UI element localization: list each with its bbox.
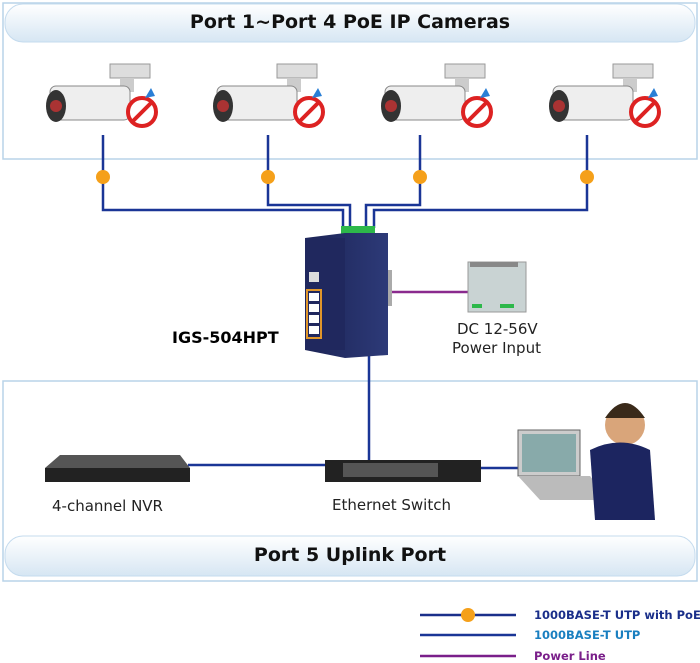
igs-504hpt-switch <box>305 226 392 358</box>
top-panel-title: Port 1~Port 4 PoE IP Cameras <box>189 11 511 33</box>
user-with-laptop <box>517 403 655 520</box>
nvr-device <box>45 455 190 482</box>
legend-utp: 1000BASE-T UTP <box>534 628 641 642</box>
legend-power-line: Power Line <box>534 649 606 663</box>
legend-utp-poe: 1000BASE-T UTP with PoE <box>534 608 700 622</box>
legend-swatches <box>420 608 516 658</box>
bottom-panel-title: Port 5 Uplink Port <box>253 544 447 566</box>
switch-label: Ethernet Switch <box>332 496 451 514</box>
power-label-line2: Power Input <box>452 339 541 357</box>
device-model-label: IGS-504HPT <box>172 328 279 347</box>
ip-camera <box>46 63 158 128</box>
poe-badges <box>96 170 594 184</box>
top-panel <box>2 2 698 160</box>
nvr-label: 4-channel NVR <box>52 497 163 515</box>
ethernet-switch-device <box>325 460 481 482</box>
power-label-line1: DC 12-56V <box>457 320 538 338</box>
power-supply <box>467 261 527 313</box>
